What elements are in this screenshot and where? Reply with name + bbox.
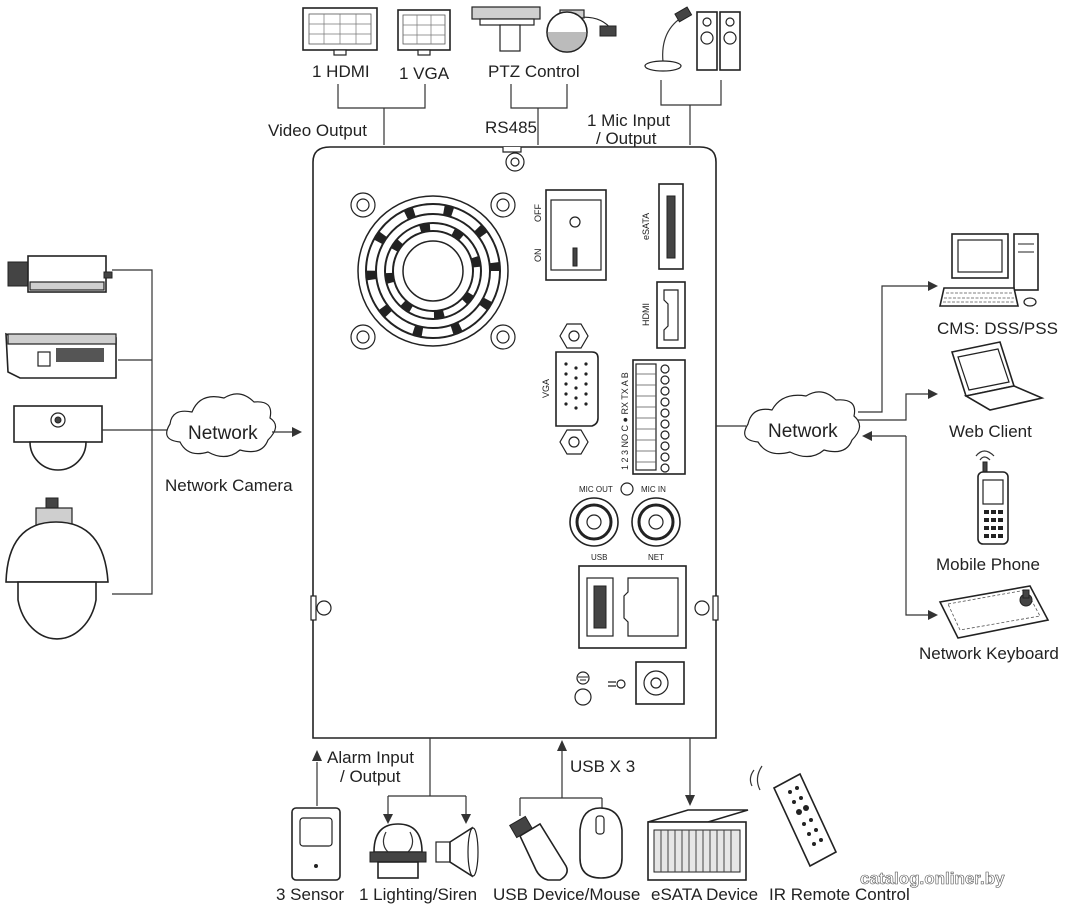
network-camera-label: Network Camera: [165, 476, 293, 495]
terminal-pins-label: 1 2 3 NO C ● RX TX A B: [620, 372, 630, 470]
usb-network-port-block: [578, 565, 687, 649]
terminal-block-icon: [632, 359, 686, 475]
right-network-label: Network: [768, 421, 838, 442]
network-keyboard-label: Network Keyboard: [919, 644, 1059, 663]
vga-monitor-icon: [397, 9, 451, 56]
hdmi-port-icon: [656, 281, 686, 349]
mic-in-label: MIC IN: [641, 485, 666, 494]
right-connector-lines: [858, 281, 938, 620]
rs485-label: RS485: [485, 118, 537, 137]
web-client-label: Web Client: [949, 422, 1032, 441]
mic-io-label-line2: / Output: [596, 129, 657, 148]
watermark: catalog.onliner.by: [860, 869, 1005, 888]
siren-speaker-icon: [435, 826, 479, 878]
bullet-camera-icon: [5, 332, 117, 379]
cms-client-label: CMS: DSS/PSS: [937, 319, 1058, 338]
usb-x3-label: USB X 3: [570, 757, 635, 776]
microphone-icon: [644, 6, 693, 72]
cooling-fan-icon: [350, 192, 516, 350]
net-port-label: NET: [648, 553, 664, 562]
laptop-icon: [950, 341, 1045, 411]
hdmi-output-label: 1 HDMI: [312, 62, 370, 81]
hdmi-monitor-icon: [302, 7, 378, 56]
alarm-io-label-line2: / Output: [340, 767, 401, 786]
bottom-connector-lines: [312, 738, 695, 824]
mic-in-jack-icon: [631, 497, 681, 547]
lighting-siren-label: 1 Lighting/Siren: [359, 885, 477, 904]
indicator-led-icon: [620, 482, 634, 496]
siren-light-icon: [369, 823, 427, 879]
vga-port-icon: [555, 323, 599, 455]
video-output-label: Video Output: [268, 121, 367, 140]
top-connector-lines: [337, 80, 722, 145]
desktop-pc-icon: [939, 233, 1039, 307]
ptz-camera-icon: [471, 6, 617, 53]
ir-remote-label: IR Remote Control: [769, 885, 910, 904]
vga-output-label: 1 VGA: [399, 64, 450, 83]
left-connector-lines: [102, 269, 174, 595]
mini-dome-camera-icon: [13, 405, 103, 471]
mic-out-label: MIC OUT: [579, 485, 613, 494]
mic-out-jack-icon: [569, 497, 619, 547]
speakers-icon: [696, 11, 741, 71]
esata-port-icon: [658, 183, 684, 270]
left-network-cloud-icon: [166, 393, 277, 458]
power-input-icon: [608, 661, 685, 705]
network-keyboard-icon: [938, 585, 1050, 639]
switch-on-label: ON: [533, 249, 543, 263]
sensor-icon: [291, 807, 341, 881]
power-switch-icon: [545, 189, 607, 281]
right-network-cloud-icon: [744, 391, 861, 458]
esata-device-icon: [647, 809, 749, 881]
switch-off-label: OFF: [533, 204, 543, 222]
mic-io-label-line1: 1 Mic Input: [587, 111, 670, 130]
ground-terminal-icon: [574, 671, 592, 706]
mouse-icon: [579, 807, 623, 879]
hdmi-port-label: HDMI: [641, 303, 651, 326]
esata-device-label: eSATA Device: [651, 885, 758, 904]
usb-port-label: USB: [591, 553, 607, 562]
sensor-label: 3 Sensor: [276, 885, 344, 904]
esata-port-label: eSATA: [641, 213, 651, 240]
alarm-io-label-line1: Alarm Input: [327, 748, 414, 767]
left-network-arrow: [272, 427, 302, 437]
box-camera-icon: [7, 255, 113, 293]
usb-stick-icon: [509, 815, 568, 881]
ptz-control-label: PTZ Control: [488, 62, 580, 81]
left-network-label: Network: [188, 423, 258, 444]
speed-dome-camera-icon: [5, 497, 109, 640]
vga-port-label: VGA: [541, 379, 551, 398]
ir-remote-icon: [749, 765, 838, 868]
usb-device-label: USB Device/Mouse: [493, 885, 640, 904]
mobile-phone-icon: [975, 450, 1009, 545]
mobile-phone-label: Mobile Phone: [936, 555, 1040, 574]
